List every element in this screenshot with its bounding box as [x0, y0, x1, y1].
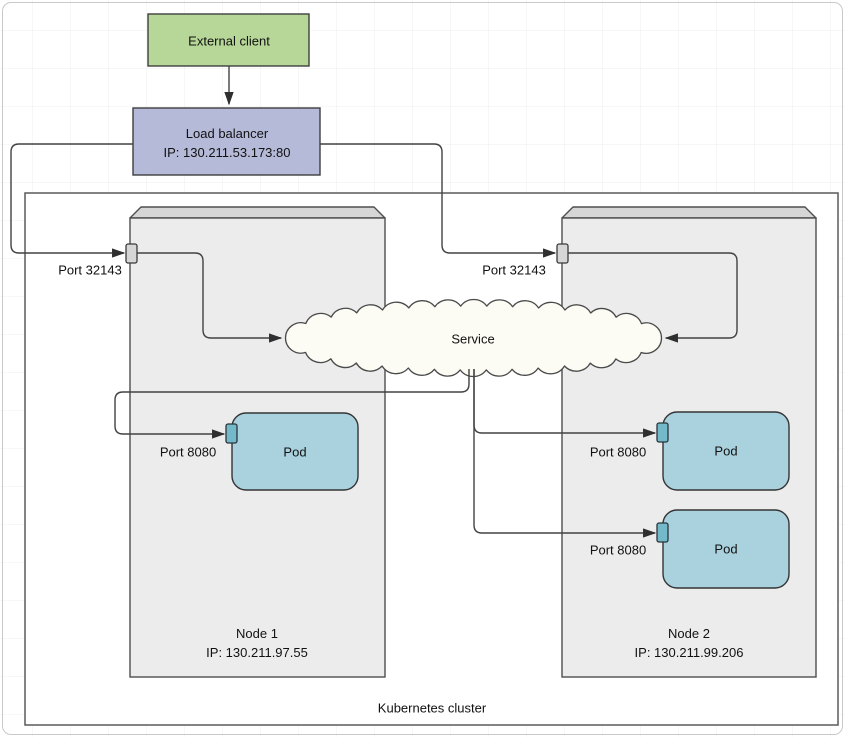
- node1-label: Node 1 IP: 130.211.97.55: [206, 624, 308, 662]
- node2-pod1-box: [662, 411, 790, 491]
- kubernetes-cluster-label: Kubernetes cluster: [377, 700, 487, 716]
- node1-pod-port: [225, 423, 238, 444]
- node2-ip: IP: 130.211.99.206: [634, 645, 744, 660]
- external-client-box: [147, 13, 310, 67]
- node1-port-label: Port 32143: [58, 262, 122, 278]
- load-balancer-ip: IP: 130.211.53.173:80: [163, 145, 291, 160]
- node2-nodeport: [556, 243, 569, 264]
- load-balancer-label: Load balancer IP: 130.211.53.173:80: [164, 124, 291, 162]
- node1-pod-box: [231, 412, 359, 491]
- node2-title: Node 2: [668, 626, 710, 641]
- node2-pod2-label: Pod: [714, 541, 738, 557]
- node1-ip: IP: 130.211.97.55: [206, 645, 308, 660]
- node1-nodeport: [125, 243, 138, 264]
- node2-port-label: Port 32143: [482, 262, 546, 278]
- node1-pod-port-label: Port 8080: [159, 444, 217, 460]
- load-balancer-box: [132, 107, 321, 176]
- edge-node1-port-to-service: [137, 252, 283, 343]
- node2-pod1-port-label: Port 8080: [589, 444, 647, 460]
- node1-title: Node 1: [236, 626, 278, 641]
- node2-label: Node 2 IP: 130.211.99.206: [635, 624, 744, 662]
- node1-pod-label: Pod: [283, 444, 307, 460]
- edge-service-to-node1-pod: [114, 369, 470, 439]
- node2-pod2-port-label: Port 8080: [589, 542, 647, 558]
- node2-pod1-label: Pod: [714, 443, 738, 459]
- external-client-label: External client: [188, 33, 270, 49]
- node2-pod2-box: [662, 509, 790, 589]
- node2-pod1-port: [656, 422, 669, 443]
- node2-pod2-port: [656, 522, 669, 543]
- edge-node2-port-to-service: [568, 252, 738, 343]
- service-label: Service: [451, 331, 495, 347]
- load-balancer-title: Load balancer: [185, 126, 269, 141]
- edge-lb-to-node1-port: [10, 143, 133, 258]
- edge-lb-to-node2-port: [320, 143, 557, 258]
- service-cloud: [284, 298, 663, 378]
- edge-service-to-node2-pod2: [473, 369, 657, 538]
